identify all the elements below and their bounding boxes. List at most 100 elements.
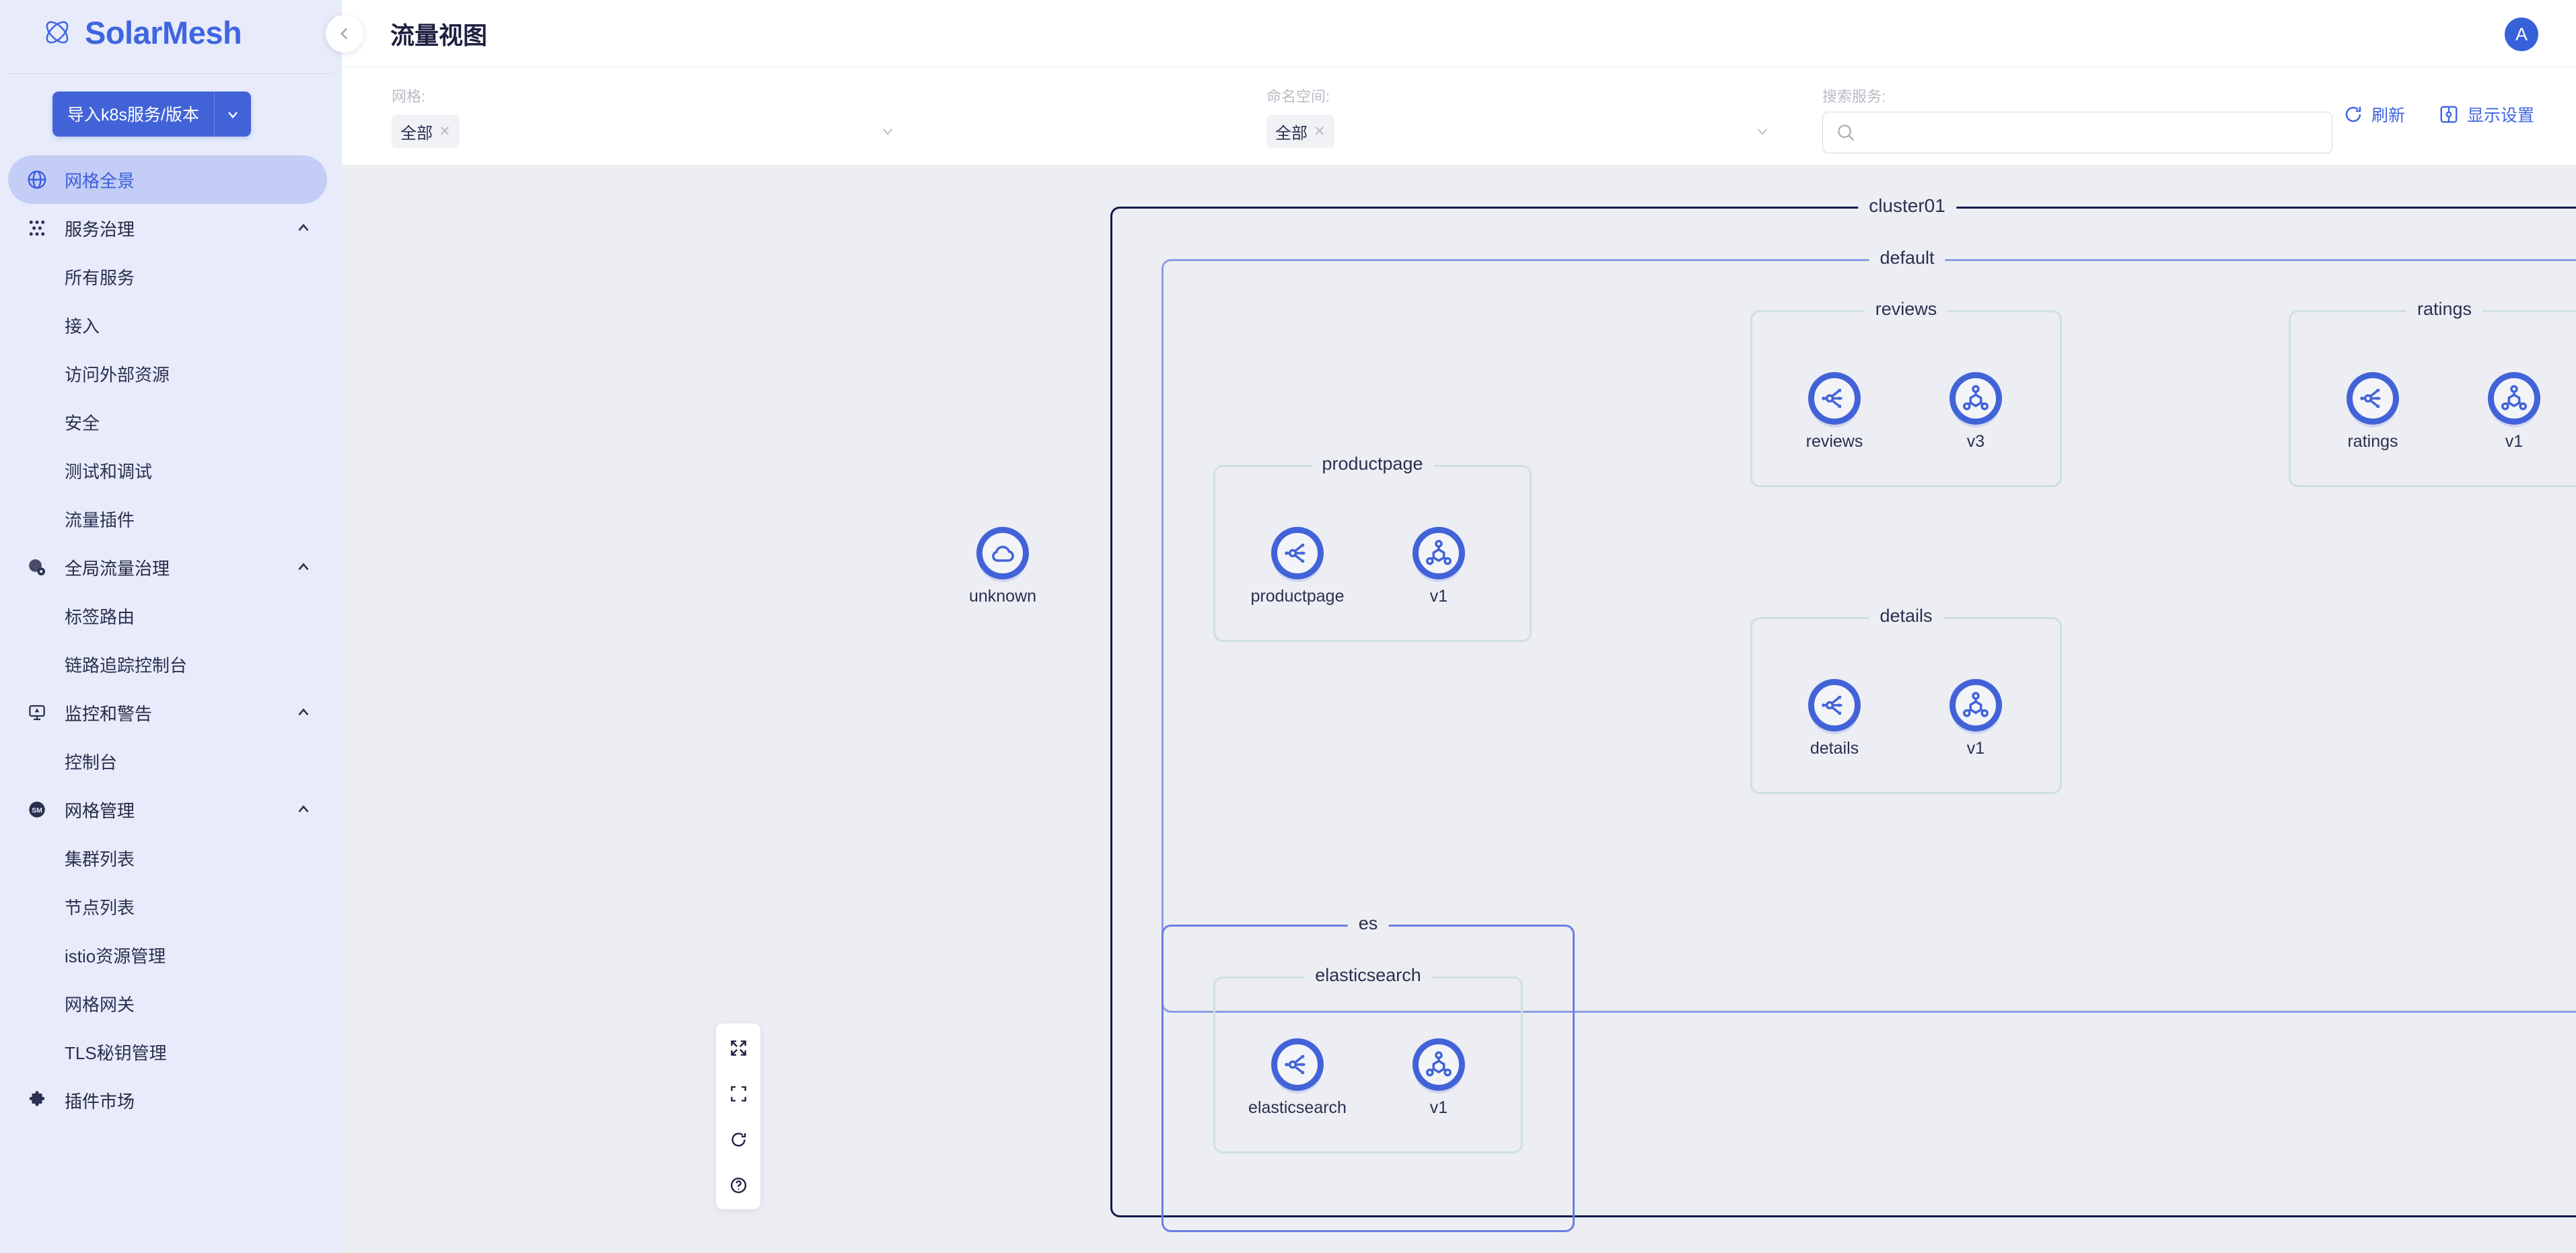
- mesh-select[interactable]: 全部 ✕: [392, 112, 903, 151]
- graph-container-default[interactable]: default: [1161, 248, 2576, 1013]
- close-icon[interactable]: ✕: [439, 123, 451, 139]
- graph-edges: [342, 166, 544, 267]
- sidebar-item-2[interactable]: 所有服务: [0, 252, 342, 301]
- graph-container-svc-ratings[interactable]: ratings: [2289, 299, 2576, 487]
- graph-node-label: reviews: [1805, 432, 1863, 451]
- sidebar-item-6[interactable]: 测试和调试: [0, 446, 342, 495]
- service-nodes-icon: [26, 217, 48, 240]
- sidebar-item-label: 标签路由: [65, 606, 135, 627]
- sidebar-item-4[interactable]: 访问外部资源: [0, 349, 342, 398]
- sidebar-item-label: 测试和调试: [65, 461, 153, 482]
- chevron-up-icon[interactable]: [295, 801, 312, 818]
- graph-container-svc-productpage[interactable]: productpage: [1213, 454, 1532, 642]
- sidebar-item-10[interactable]: 链路追踪控制台: [0, 640, 342, 688]
- chevron-up-icon[interactable]: [295, 219, 312, 237]
- mesh-badge-icon: SM: [26, 798, 48, 821]
- service-fanout-icon[interactable]: [1808, 679, 1861, 731]
- graph-node-label: v1: [1429, 1098, 1448, 1117]
- graph-container-label: details: [1869, 606, 1943, 626]
- sidebar-item-12[interactable]: 控制台: [0, 737, 342, 785]
- workload-icon[interactable]: [1949, 372, 2002, 425]
- graph-node-label: v1: [1966, 739, 1985, 758]
- search-input[interactable]: [1822, 112, 2332, 153]
- namespace-selected-value: 全部: [1275, 124, 1308, 143]
- sidebar-item-label: 服务治理: [65, 219, 135, 240]
- close-icon[interactable]: ✕: [1314, 123, 1326, 139]
- service-fanout-icon[interactable]: [2347, 372, 2399, 425]
- sidebar-item-label: 控制台: [65, 752, 118, 773]
- import-button-wrap: 导入k8s服务/版本: [0, 74, 342, 137]
- graph-node-label: ratings: [2347, 432, 2398, 451]
- chevron-down-icon[interactable]: [1754, 122, 1771, 145]
- workload-icon[interactable]: [1412, 1038, 1465, 1091]
- service-fanout-icon[interactable]: [1271, 1038, 1324, 1091]
- graph-container-svc-reviews[interactable]: reviews: [1750, 299, 2062, 487]
- mesh-selected-value: 全部: [400, 124, 433, 143]
- graph-toolbar: [716, 1024, 760, 1209]
- workload-icon[interactable]: [1949, 679, 2002, 731]
- graph-node-label: v3: [1966, 432, 1985, 451]
- sidebar-item-18[interactable]: TLS秘钥管理: [0, 1028, 342, 1076]
- graph-container-label: es: [1347, 913, 1389, 934]
- avatar[interactable]: A: [2505, 17, 2538, 51]
- search-icon: [1836, 122, 1856, 143]
- sidebar-item-9[interactable]: 标签路由: [0, 592, 342, 640]
- sidebar-item-1[interactable]: 服务治理: [0, 204, 342, 252]
- sidebar-item-11[interactable]: 监控和警告: [0, 688, 342, 737]
- fullscreen-frame-icon[interactable]: [723, 1079, 753, 1108]
- sidebar-item-14[interactable]: 集群列表: [0, 834, 342, 882]
- graph-container-cluster01[interactable]: cluster01: [1110, 195, 2576, 1217]
- sidebar-item-label: TLS秘钥管理: [65, 1042, 167, 1063]
- question-circle-icon[interactable]: [723, 1170, 753, 1200]
- search-wrap: [1822, 112, 2332, 153]
- graph-container-svc-details[interactable]: details: [1750, 606, 2062, 794]
- graph-container-label: ratings: [2406, 299, 2483, 320]
- service-fanout-icon[interactable]: [1271, 527, 1324, 579]
- alert-monitor-icon: [26, 701, 48, 724]
- brand: SolarMesh: [0, 0, 342, 65]
- namespace-selected-tag[interactable]: 全部 ✕: [1266, 114, 1334, 148]
- sidebar-item-label: istio资源管理: [65, 945, 166, 966]
- cloud-icon[interactable]: [976, 527, 1029, 579]
- reload-icon[interactable]: [723, 1124, 753, 1154]
- sidebar-item-5[interactable]: 安全: [0, 398, 342, 446]
- refresh-icon: [2343, 104, 2363, 124]
- namespace-select[interactable]: 全部 ✕: [1266, 112, 1778, 151]
- globe-icon: [26, 168, 48, 191]
- sidebar-item-7[interactable]: 流量插件: [0, 495, 342, 543]
- main-area: 流量视图 A 网格: 全部 ✕ 命: [326, 0, 2576, 1253]
- service-fanout-icon[interactable]: [1808, 372, 1861, 425]
- import-k8s-button[interactable]: 导入k8s服务/版本: [52, 92, 251, 137]
- sidebar-item-0[interactable]: 网格全景: [8, 155, 327, 204]
- sidebar-item-19[interactable]: 插件市场: [0, 1076, 342, 1124]
- sidebar-item-8[interactable]: 全局流量治理: [0, 543, 342, 592]
- sidebar-collapse-button[interactable]: [326, 15, 363, 52]
- sidebar-item-16[interactable]: istio资源管理: [0, 931, 342, 979]
- sidebar-divider: [8, 73, 334, 74]
- chevron-down-icon[interactable]: [214, 92, 251, 137]
- sidebar-item-label: 接入: [65, 316, 100, 336]
- graph-container-svc-elasticsearch[interactable]: elasticsearch: [1213, 965, 1523, 1153]
- sidebar-item-label: 流量插件: [65, 509, 135, 530]
- chevron-up-icon[interactable]: [295, 704, 312, 721]
- graph-node-label: unknown: [968, 587, 1037, 606]
- workload-icon[interactable]: [1412, 527, 1465, 579]
- sidebar-item-label: 全局流量治理: [65, 558, 170, 579]
- workload-icon[interactable]: [2488, 372, 2540, 425]
- refresh-button[interactable]: 刷新: [2343, 102, 2405, 127]
- chevron-up-icon[interactable]: [295, 559, 312, 576]
- import-button-label: 导入k8s服务/版本: [52, 92, 215, 137]
- graph-container-ns-es[interactable]: es: [1161, 913, 1575, 1232]
- mesh-selected-tag[interactable]: 全部 ✕: [392, 114, 460, 148]
- chevron-down-icon[interactable]: [879, 122, 896, 145]
- sidebar-item-17[interactable]: 网格网关: [0, 979, 342, 1028]
- sidebar-item-3[interactable]: 接入: [0, 301, 342, 349]
- display-settings-button[interactable]: 显示设置: [2439, 102, 2534, 127]
- expand-arrows-icon[interactable]: [723, 1033, 753, 1063]
- sidebar-item-label: 链路追踪控制台: [65, 655, 188, 676]
- sidebar-item-label: 网格全景: [65, 170, 135, 191]
- sidebar-item-15[interactable]: 节点列表: [0, 882, 342, 931]
